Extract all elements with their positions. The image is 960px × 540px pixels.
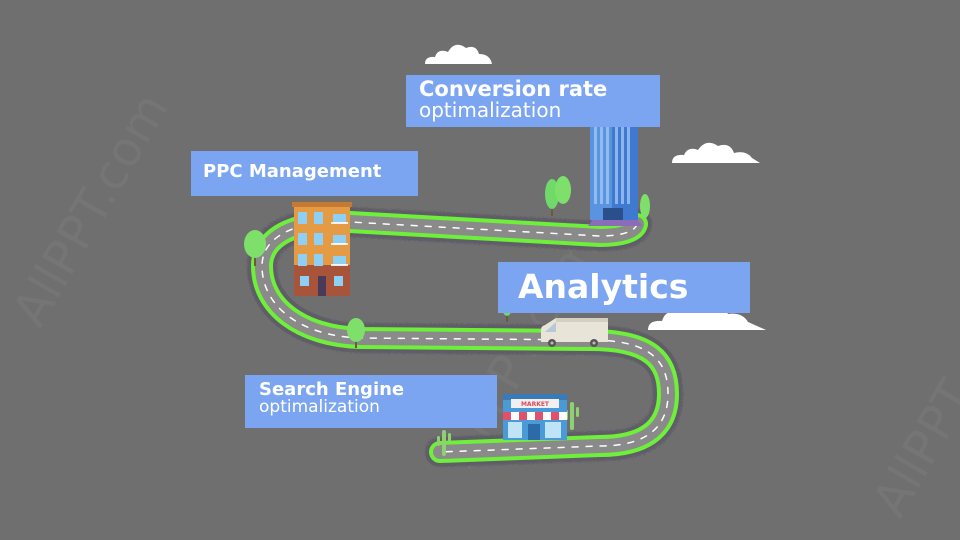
tree-icon (555, 176, 571, 204)
tree-icon (347, 318, 365, 348)
label-conversion-rate-subtitle: optimalization (419, 98, 562, 122)
market-store-icon: MARKET (503, 394, 567, 440)
cactus-icon (565, 402, 579, 430)
cactus-icon (437, 430, 451, 456)
tree-icon (244, 230, 266, 266)
market-sign-text: MARKET (521, 401, 550, 408)
cloud-icon (425, 44, 492, 64)
label-conversion-rate: Conversion rate optimalization (406, 75, 660, 127)
apartment-building-icon (292, 202, 352, 296)
watermark-text-right: AllPPT.com (862, 274, 960, 526)
cloud-icon (648, 304, 766, 330)
tree-icon (640, 194, 650, 218)
label-ppc-management-title: PPC Management (203, 161, 382, 182)
cloud-icon (672, 142, 760, 163)
label-ppc-management: PPC Management (191, 151, 418, 196)
label-analytics: Analytics (498, 262, 750, 313)
delivery-van-icon (541, 318, 608, 347)
label-search-engine-title: Search Engine (259, 379, 405, 400)
watermark-text-left: AllPPT.com (2, 84, 180, 336)
label-analytics-title: Analytics (518, 267, 689, 306)
label-search-engine-subtitle: optimalization (259, 397, 380, 417)
label-search-engine: Search Engine optimalization (245, 375, 497, 428)
label-conversion-rate-title: Conversion rate (419, 77, 608, 101)
store-awning (503, 412, 567, 420)
